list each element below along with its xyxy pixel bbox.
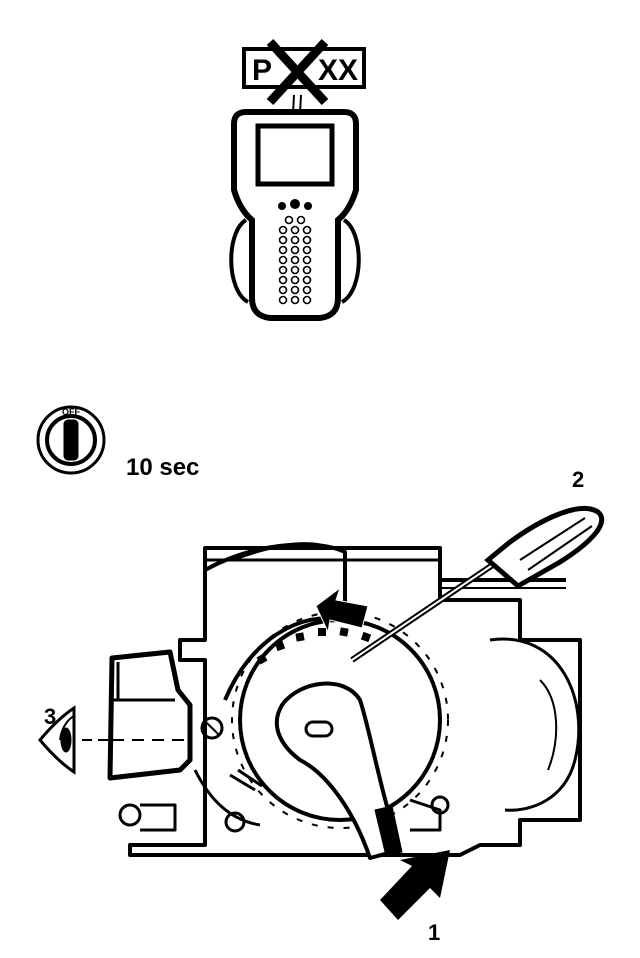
callout-2: 2 bbox=[572, 467, 584, 492]
ignition-key-slot bbox=[63, 419, 79, 461]
sensor-connector bbox=[107, 649, 193, 781]
push-arrow bbox=[380, 850, 450, 920]
eye-icon bbox=[38, 705, 108, 775]
screwdriver bbox=[350, 505, 605, 663]
code-tag-text-right: XX bbox=[318, 54, 358, 87]
housing-top bbox=[203, 546, 566, 582]
keypad-key bbox=[278, 265, 288, 275]
ignition-outer-ring bbox=[36, 405, 106, 475]
keypad-key bbox=[278, 285, 288, 295]
ignition-off-label: OFF bbox=[62, 407, 80, 417]
code-tag-text-left: P bbox=[252, 54, 272, 87]
keypad-key bbox=[290, 285, 300, 295]
right-grip bbox=[340, 218, 361, 304]
lower-fittings bbox=[193, 769, 261, 827]
keypad-key bbox=[290, 225, 300, 235]
left-grip bbox=[229, 218, 250, 304]
housing-main bbox=[128, 560, 582, 857]
keypad-key bbox=[284, 215, 294, 225]
ignition-duration-label: 10 sec bbox=[126, 454, 199, 481]
gear-teeth bbox=[256, 627, 372, 665]
callout-1: 1 bbox=[428, 920, 440, 945]
throttle-body bbox=[107, 542, 582, 860]
keypad-key bbox=[290, 245, 300, 255]
keypad-key bbox=[290, 295, 300, 305]
scan-tool: P XX bbox=[229, 38, 366, 321]
keypad-key bbox=[290, 255, 300, 265]
keypad-key bbox=[302, 275, 312, 285]
device-screen bbox=[255, 123, 335, 187]
callout-3: 3 bbox=[44, 704, 56, 729]
keypad-key bbox=[302, 245, 312, 255]
keypad-key bbox=[302, 235, 312, 245]
cross-mark-b bbox=[266, 38, 329, 106]
keypad-key bbox=[278, 225, 288, 235]
keypad-key bbox=[290, 235, 300, 245]
keypad-key bbox=[278, 295, 288, 305]
sensor-screw bbox=[200, 716, 224, 740]
keypad-key bbox=[278, 255, 288, 265]
keypad-key bbox=[290, 275, 300, 285]
keypad-key bbox=[302, 225, 312, 235]
ignition-switch: OFF bbox=[36, 405, 106, 475]
rotate-arrow bbox=[315, 586, 369, 634]
keypad-key bbox=[278, 235, 288, 245]
ignition-inner-ring bbox=[45, 414, 97, 466]
keypad-key bbox=[302, 255, 312, 265]
keypad-key bbox=[278, 275, 288, 285]
screwdriver-handle bbox=[484, 505, 605, 590]
keypad-key bbox=[296, 215, 306, 225]
keypad-key bbox=[290, 265, 300, 275]
keypad-key bbox=[302, 285, 312, 295]
keypad-key bbox=[278, 245, 288, 255]
device-keypad bbox=[278, 199, 312, 305]
keypad-key bbox=[302, 295, 312, 305]
bore-right bbox=[489, 637, 581, 812]
keypad-key bbox=[302, 265, 312, 275]
